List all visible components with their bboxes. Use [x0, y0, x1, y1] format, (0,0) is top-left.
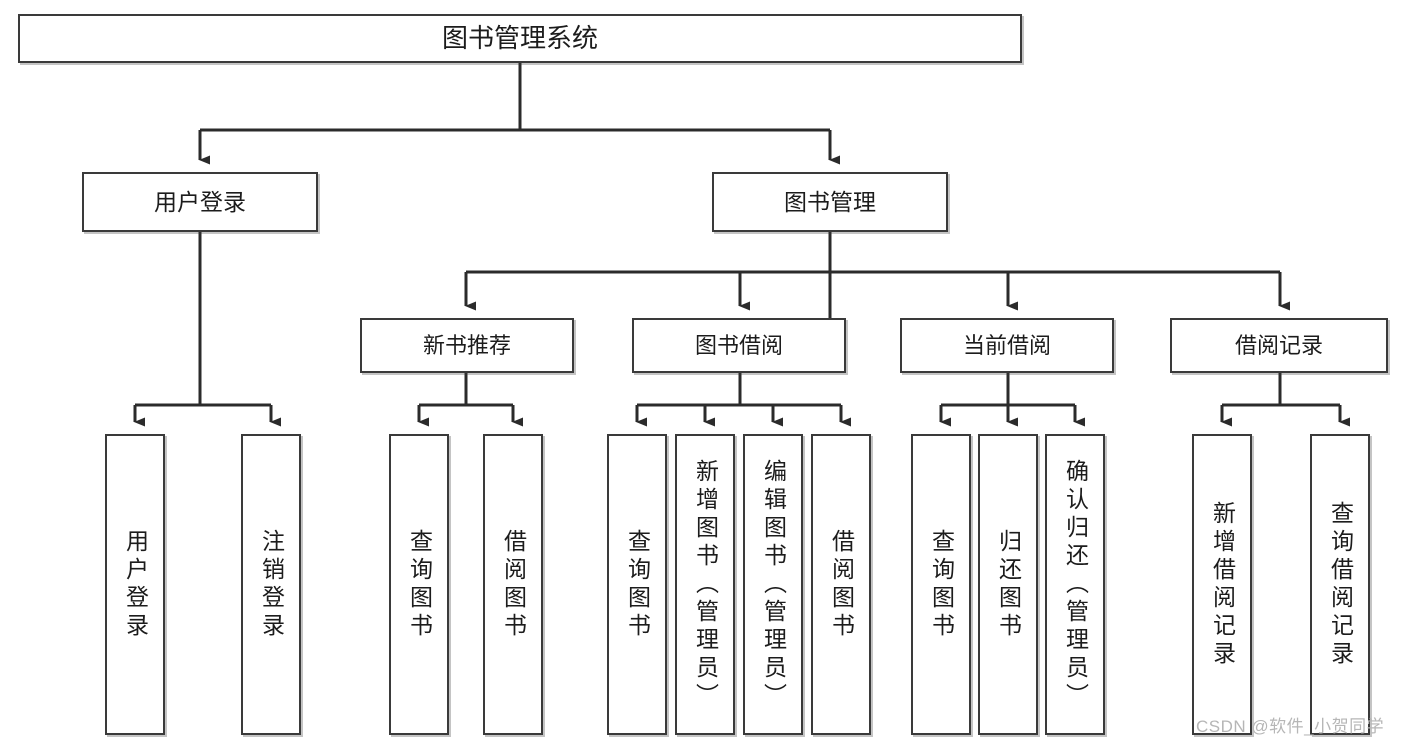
node-label: 图书管理系统: [441, 22, 598, 53]
node-book-management[interactable]: 图书管理: [712, 172, 948, 232]
watermark: CSDN @软件_小贺同学: [1196, 717, 1385, 736]
node-label: 查询借阅记录: [1327, 500, 1354, 669]
node-label: 确认归还（管理员）: [1062, 458, 1089, 711]
node-label: 图书借阅: [694, 332, 783, 358]
node-label: 新增图书（管理员）: [692, 458, 719, 711]
node-label: 借阅图书: [500, 528, 527, 641]
leaf-query-borrow-record[interactable]: 查询借阅记录: [1310, 434, 1370, 735]
node-label: 归还图书: [995, 528, 1022, 641]
leaf-borrow-book[interactable]: 借阅图书: [811, 434, 871, 735]
node-new-book-recommend[interactable]: 新书推荐: [360, 318, 574, 373]
leaf-confirm-return-admin[interactable]: 确认归还（管理员）: [1045, 434, 1105, 735]
leaf-return-book[interactable]: 归还图书: [978, 434, 1038, 735]
leaf-edit-book-admin[interactable]: 编辑图书（管理员）: [743, 434, 803, 735]
leaf-user-login[interactable]: 用户登录: [105, 434, 165, 735]
node-label: 用户登录: [122, 528, 149, 641]
node-borrow-record[interactable]: 借阅记录: [1170, 318, 1388, 373]
node-book-borrow[interactable]: 图书借阅: [632, 318, 846, 373]
node-current-borrow[interactable]: 当前借阅: [900, 318, 1114, 373]
node-label: 新增借阅记录: [1209, 500, 1236, 669]
node-label: 当前借阅: [962, 332, 1051, 358]
node-label: 编辑图书（管理员）: [760, 458, 787, 711]
node-label: 注销登录: [258, 528, 285, 641]
node-label: 查询图书: [928, 528, 955, 641]
node-label: 用户登录: [154, 188, 246, 215]
node-label: 图书管理: [784, 188, 876, 215]
node-label: 借阅图书: [828, 528, 855, 641]
leaf-query-book-recommend[interactable]: 查询图书: [389, 434, 449, 735]
node-label: 查询图书: [406, 528, 433, 641]
node-user-login[interactable]: 用户登录: [82, 172, 318, 232]
leaf-user-logout[interactable]: 注销登录: [241, 434, 301, 735]
leaf-borrow-book-recommend[interactable]: 借阅图书: [483, 434, 543, 735]
node-label: 查询图书: [624, 528, 651, 641]
leaf-add-borrow-record[interactable]: 新增借阅记录: [1192, 434, 1252, 735]
leaf-query-book-borrow[interactable]: 查询图书: [607, 434, 667, 735]
leaf-add-book-admin[interactable]: 新增图书（管理员）: [675, 434, 735, 735]
node-label: 新书推荐: [422, 332, 511, 358]
node-label: 借阅记录: [1234, 332, 1323, 358]
leaf-query-book-current[interactable]: 查询图书: [911, 434, 971, 735]
node-root[interactable]: 图书管理系统: [18, 14, 1022, 63]
